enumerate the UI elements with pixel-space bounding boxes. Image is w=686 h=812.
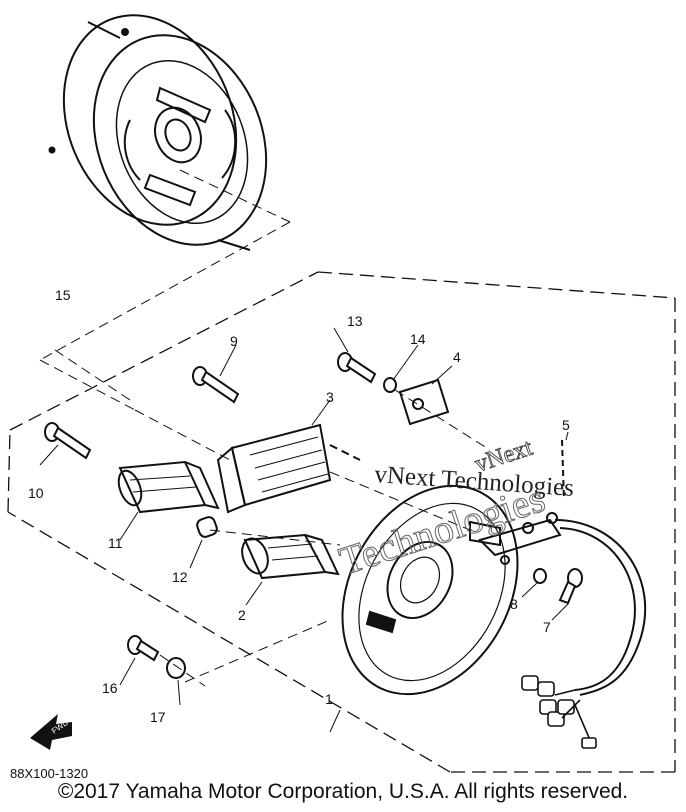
leader-lines xyxy=(39,327,569,733)
screw-7 xyxy=(558,568,583,605)
collar-17 xyxy=(166,657,186,679)
copyright-notice: ©2017 Yamaha Motor Corporation, U.S.A. A… xyxy=(57,780,629,803)
source-coil-2 xyxy=(241,533,340,580)
label-part-15: 15 xyxy=(55,287,71,303)
watermark: vNext vNext Technologies Technologies xyxy=(333,434,574,584)
assembly-outline xyxy=(7,271,676,773)
label-part-8: 8 xyxy=(510,596,518,612)
wire-harness xyxy=(521,519,647,749)
ignition-coil xyxy=(216,423,361,514)
label-part-14: 14 xyxy=(410,331,426,347)
label-part-2: 2 xyxy=(238,607,246,623)
flywheel-leader xyxy=(39,169,291,411)
label-part-16: 16 xyxy=(102,680,118,696)
washer-14 xyxy=(383,377,397,393)
screw-10 xyxy=(44,422,92,460)
label-part-10: 10 xyxy=(28,485,44,501)
pulser-coil-11 xyxy=(117,460,220,514)
label-part-1: 1 xyxy=(325,691,333,707)
label-part-3: 3 xyxy=(326,389,334,405)
label-part-7: 7 xyxy=(543,619,551,635)
screw-13 xyxy=(337,352,377,384)
bracket-4 xyxy=(398,378,450,426)
screw-5 xyxy=(561,439,565,501)
label-part-4: 4 xyxy=(453,349,461,365)
figure-code: 88X100-1320 xyxy=(10,766,88,781)
label-part-17: 17 xyxy=(150,709,166,725)
label-part-13: 13 xyxy=(347,313,363,329)
screw-9 xyxy=(192,366,240,404)
label-part-12: 12 xyxy=(172,569,188,585)
washer-8 xyxy=(533,568,547,584)
spacer-12 xyxy=(196,516,218,538)
screw-16 xyxy=(127,635,160,662)
fwd-arrow-icon: FWD xyxy=(30,714,72,750)
label-part-5: 5 xyxy=(562,417,570,433)
stator-plate xyxy=(341,484,562,696)
flywheel-rotor xyxy=(48,14,268,251)
label-part-9: 9 xyxy=(230,333,238,349)
label-part-11: 11 xyxy=(108,535,123,551)
